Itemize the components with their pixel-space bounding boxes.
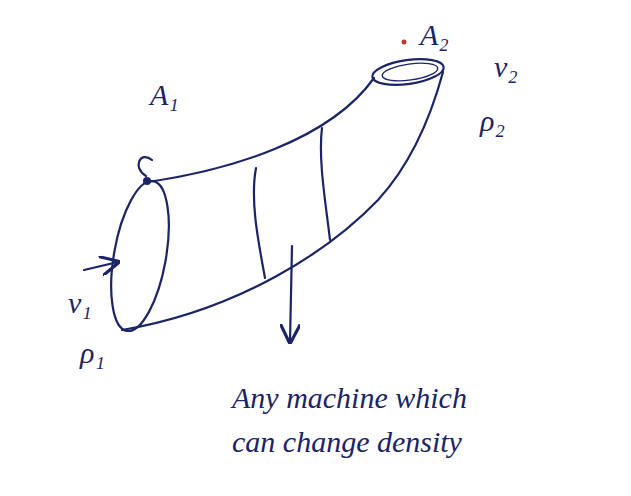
flow-arrow (84, 262, 118, 270)
ink-dot (402, 40, 407, 45)
area-mark (139, 157, 152, 176)
velocity-label: v₂ (494, 50, 518, 84)
pointer-arrow (290, 246, 292, 342)
area-label: A₂ (420, 18, 449, 52)
area-label: A₁ (150, 78, 179, 112)
outlet-inner-ellipse (381, 60, 439, 84)
density-label: ρ₁ (80, 336, 105, 370)
density-label: ρ₂ (480, 104, 505, 138)
inlet-ellipse (101, 177, 179, 336)
pipe-top-edge (148, 78, 374, 182)
velocity-label: v₁ (68, 286, 92, 320)
outlet-ellipse (371, 55, 446, 89)
pipe-bottom-edge (122, 72, 443, 330)
area-dot (143, 177, 151, 185)
section-line (254, 168, 265, 278)
section-line (321, 128, 330, 240)
note-text: Any machine which can change density (232, 376, 494, 464)
